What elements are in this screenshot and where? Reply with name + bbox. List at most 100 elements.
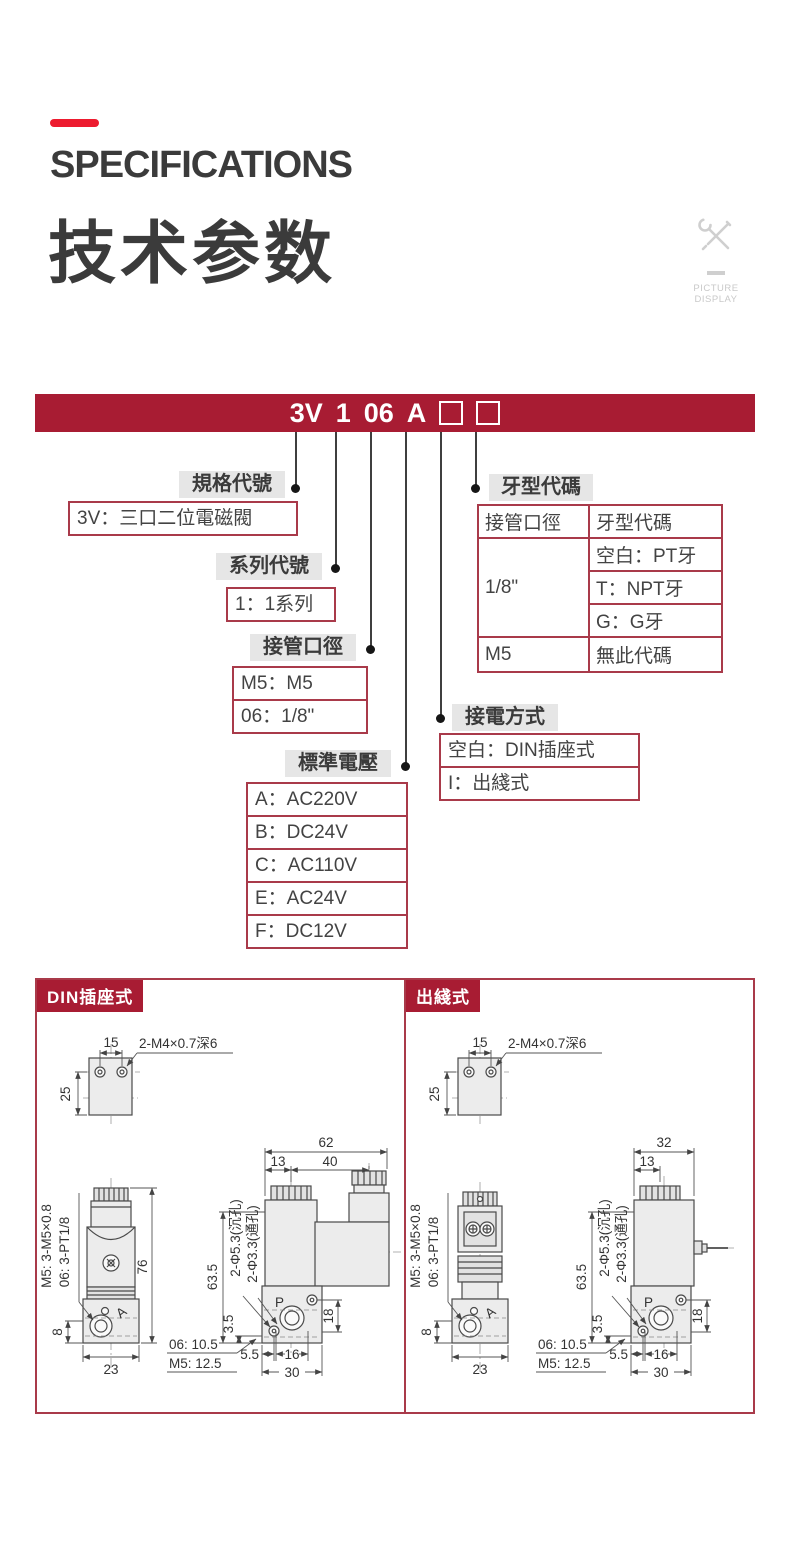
callout-dot bbox=[401, 762, 410, 771]
crossed-tools-icon bbox=[694, 218, 738, 262]
depth-note-label: 06: 10.5 bbox=[169, 1337, 218, 1352]
watermark-dash bbox=[707, 271, 725, 275]
model-code-box bbox=[476, 401, 501, 425]
dim-label: 76 bbox=[135, 1259, 150, 1274]
thread-code-table: 接管口徑 牙型代碼 1/8" 空白：PT牙 T：NPT牙 G：G牙 M5 無此代… bbox=[477, 504, 723, 673]
dim-label: 8 bbox=[50, 1328, 65, 1336]
series-code-value: 1：1系列 bbox=[235, 594, 314, 615]
dim-label: 15 bbox=[103, 1035, 118, 1050]
dimension-drawings-panel: DIN插座式 bbox=[35, 978, 755, 1414]
voltage-option: E：AC24V bbox=[248, 881, 406, 914]
voltage-option: F：DC12V bbox=[248, 914, 406, 947]
model-part-spec: 3V bbox=[289, 397, 323, 428]
dim-label: 3.5 bbox=[590, 1315, 605, 1334]
picture-display-watermark: PICTURE DISPLAY bbox=[684, 214, 748, 305]
series-code-box: 1：1系列 bbox=[226, 587, 336, 622]
callout-dot bbox=[291, 484, 300, 493]
callout-line-spec bbox=[295, 432, 297, 488]
hole-note-label: 2-Φ5.3(沉孔) bbox=[228, 1199, 243, 1277]
lead-wire-type-drawing: 15 2-M4×0.7深6 25 bbox=[408, 1035, 736, 1380]
din-type-cell: DIN插座式 bbox=[37, 980, 406, 1412]
port-size-box: M5：M5 06：1/8" bbox=[232, 666, 368, 734]
label-spec-code: 規格代號 bbox=[179, 471, 285, 498]
watermark-text-1: PICTURE bbox=[693, 283, 739, 294]
wiring-option: 空白：DIN插座式 bbox=[448, 740, 595, 761]
hole-note-label: 2-Φ5.3(沉孔) bbox=[597, 1199, 612, 1277]
front-view: 76 8 23 M5: 3-M5×0.8 06: 3-PT1/8 A bbox=[39, 1178, 157, 1377]
dim-label: 30 bbox=[284, 1365, 299, 1380]
model-code-banner: 3V 1 06 A bbox=[35, 394, 755, 432]
callout-dot bbox=[471, 484, 480, 493]
model-part-series: 1 bbox=[335, 397, 351, 428]
dim-label: 25 bbox=[427, 1086, 442, 1101]
thread-table-code-cell: T：NPT牙 bbox=[588, 570, 721, 603]
dim-label: 23 bbox=[103, 1362, 118, 1377]
thread-table-port-cell: M5 bbox=[479, 636, 588, 671]
label-voltage: 標準電壓 bbox=[285, 750, 391, 777]
wiring-option: I：出綫式 bbox=[441, 766, 638, 799]
thread-table-port-cell: 1/8" bbox=[479, 537, 588, 636]
port-option: M5：M5 bbox=[241, 673, 313, 694]
model-part-voltage: A bbox=[406, 397, 427, 428]
dim-label: 2-M4×0.7深6 bbox=[508, 1036, 586, 1051]
dim-label: 62 bbox=[318, 1135, 333, 1150]
dim-label: 15 bbox=[472, 1035, 487, 1050]
din-type-drawing: 15 2-M4×0.7深6 25 bbox=[39, 1035, 401, 1380]
thread-table-header: 牙型代碼 bbox=[588, 506, 721, 537]
dim-label: 18 bbox=[321, 1308, 336, 1323]
dim-label: 40 bbox=[322, 1154, 337, 1169]
voltage-option: C：AC110V bbox=[248, 848, 406, 881]
top-view: 15 2-M4×0.7深6 25 bbox=[58, 1035, 233, 1124]
hole-note-label: 2-Φ3.3(通孔) bbox=[614, 1205, 629, 1283]
dim-label: 32 bbox=[656, 1135, 671, 1150]
callout-dot bbox=[366, 645, 375, 654]
depth-note-label: M5: 12.5 bbox=[169, 1356, 222, 1371]
label-port-size: 接管口徑 bbox=[250, 634, 356, 661]
callout-line-wiring bbox=[440, 432, 442, 718]
side-view: 32 13 63.5 2-Φ5.3(沉孔) 2-Φ3.3(通孔) 3.5 18 … bbox=[536, 1135, 736, 1380]
watermark-text-2: DISPLAY bbox=[694, 294, 738, 305]
dim-label: 13 bbox=[270, 1154, 285, 1169]
dim-label: 16 bbox=[653, 1347, 668, 1362]
model-code-box bbox=[439, 401, 464, 425]
thread-table-code-cell: 空白：PT牙 bbox=[588, 537, 721, 570]
hole-note-label: 2-Φ3.3(通孔) bbox=[245, 1205, 260, 1283]
thread-table-code-cell: 無此代碼 bbox=[588, 636, 721, 671]
callout-dot bbox=[436, 714, 445, 723]
thread-table-header: 接管口徑 bbox=[485, 513, 562, 534]
dim-label: 23 bbox=[472, 1362, 487, 1377]
callout-line-voltage bbox=[405, 432, 407, 766]
spec-code-value: 3V：三口二位電磁閥 bbox=[77, 508, 253, 529]
depth-note-label: M5: 12.5 bbox=[538, 1356, 591, 1371]
dim-label: 5.5 bbox=[240, 1347, 259, 1362]
dim-label: 18 bbox=[690, 1308, 705, 1323]
dim-label: 8 bbox=[419, 1328, 434, 1336]
thread-note-label: M5: 3-M5×0.8 bbox=[39, 1204, 54, 1288]
dim-label: 3.5 bbox=[221, 1315, 236, 1334]
page-title-cn: 技术参数 bbox=[48, 216, 337, 292]
dim-label: 30 bbox=[653, 1365, 668, 1380]
dim-label: 63.5 bbox=[205, 1264, 220, 1290]
thread-table-code-cell: G：G牙 bbox=[588, 603, 721, 636]
depth-note-label: 06: 10.5 bbox=[538, 1337, 587, 1352]
lead-wire-type-tag: 出綫式 bbox=[406, 980, 480, 1012]
port-label: P bbox=[644, 1295, 653, 1310]
wiring-box: 空白：DIN插座式 I：出綫式 bbox=[439, 733, 640, 801]
callout-line-thread bbox=[475, 432, 477, 488]
din-type-tag: DIN插座式 bbox=[37, 980, 144, 1012]
lead-wire-type-cell: 出綫式 bbox=[406, 980, 753, 1412]
port-label: P bbox=[275, 1295, 284, 1310]
thread-note-label: M5: 3-M5×0.8 bbox=[408, 1204, 423, 1288]
voltage-option: B：DC24V bbox=[248, 815, 406, 848]
dim-label: 2-M4×0.7深6 bbox=[139, 1036, 217, 1051]
label-thread-code: 牙型代碼 bbox=[489, 474, 593, 501]
callout-line-series bbox=[335, 432, 337, 568]
top-view: 15 2-M4×0.7深6 25 bbox=[427, 1035, 602, 1124]
voltage-option: A：AC220V bbox=[255, 789, 358, 810]
front-view: 8 23 M5: 3-M5×0.8 06: 3-PT1/8 A bbox=[408, 1182, 509, 1377]
model-part-port: 06 bbox=[363, 397, 394, 428]
accent-dash bbox=[50, 119, 99, 127]
thread-note-label: 06: 3-PT1/8 bbox=[426, 1217, 441, 1288]
spec-code-box: 3V：三口二位電磁閥 bbox=[68, 501, 298, 536]
